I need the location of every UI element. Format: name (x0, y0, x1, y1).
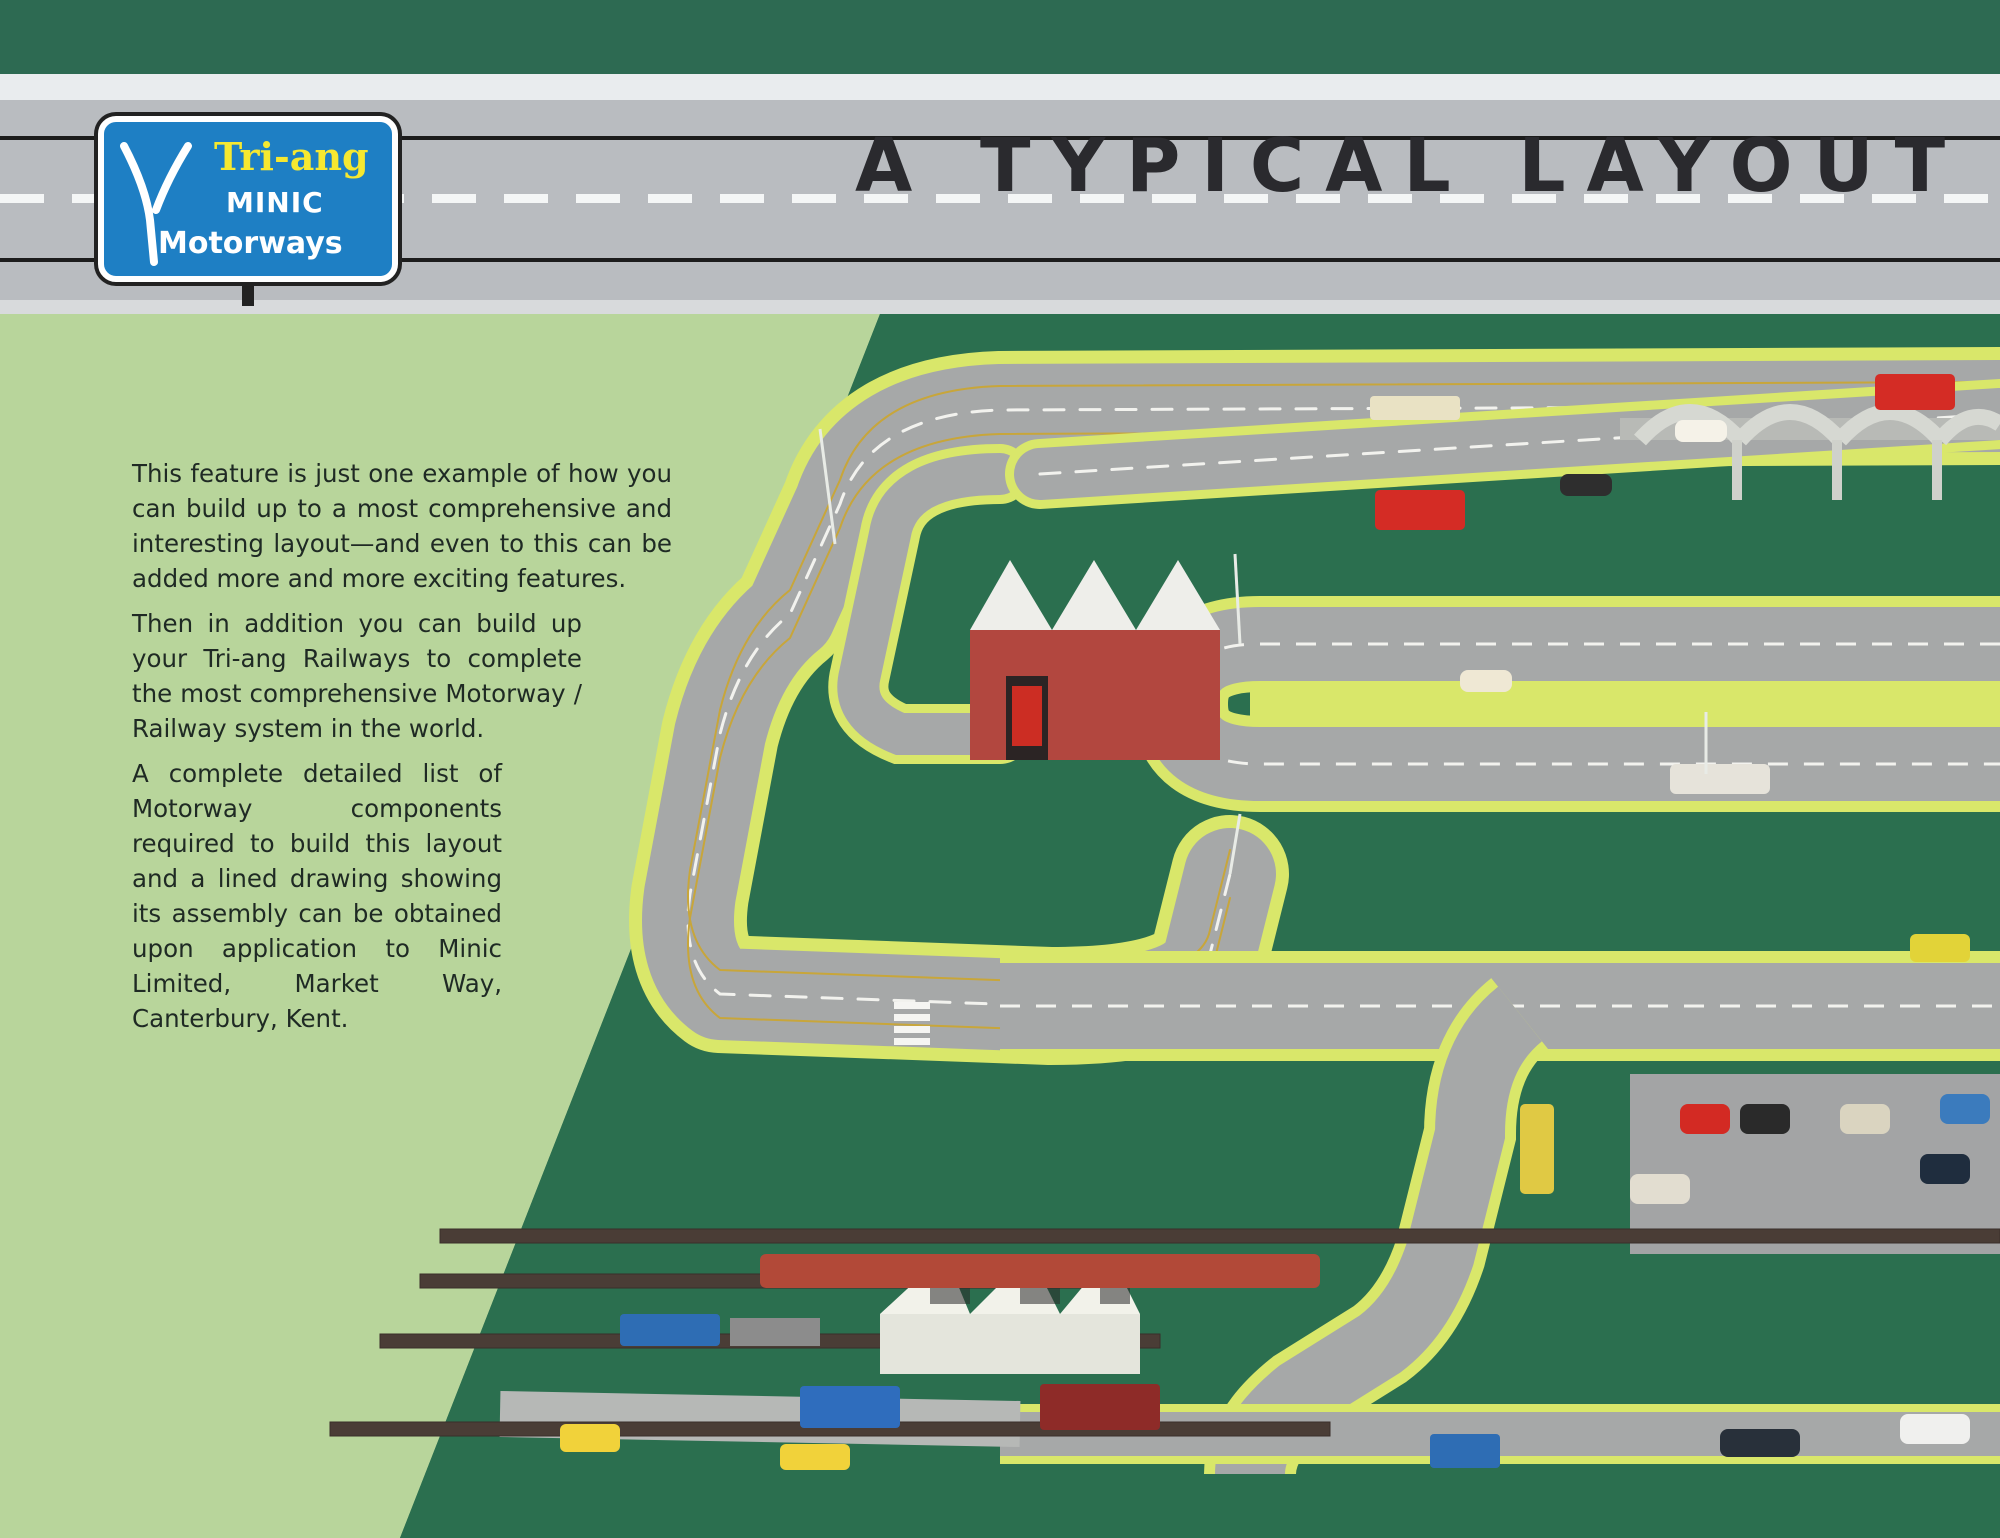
paragraph-railways: Then in addition you can build up your T… (132, 609, 582, 743)
layout-illustration (0, 314, 2000, 1538)
railway-station (880, 1254, 1140, 1374)
sign-line-minic: MINIC (226, 186, 324, 219)
feature-description: This feature is just one example of how … (132, 456, 692, 1046)
banner-road-edge (0, 300, 2000, 314)
sign-line-motorways: Motorways (158, 226, 343, 261)
lamp-posts (818, 428, 1708, 875)
page-headline: A TYPICAL LAYOUT INC (855, 123, 2000, 209)
paragraph-intro: This feature is just one example of how … (132, 459, 672, 593)
middle-oval-roadway (1131, 596, 2000, 812)
vehicles (560, 374, 1990, 1470)
banner-road-line (0, 258, 2000, 262)
tri-ang-y-logo-icon (120, 142, 192, 266)
top-green-strip (0, 0, 2000, 74)
banner-road-line (0, 136, 2000, 140)
paragraph-components-list: A complete detailed list of Motorway com… (132, 759, 502, 1033)
sign-post (242, 282, 254, 306)
bus-garage (970, 560, 1220, 760)
trains (620, 1254, 1500, 1468)
banner-road-edge (0, 74, 2000, 100)
tri-ang-minic-sign: Tri-ang MINIC Motorways (98, 116, 398, 282)
banner-centre-dashes (0, 194, 2000, 203)
pale-green-panel (0, 314, 880, 1538)
zebra-crossing (894, 1002, 930, 1045)
sign-brand: Tri-ang (214, 134, 369, 179)
